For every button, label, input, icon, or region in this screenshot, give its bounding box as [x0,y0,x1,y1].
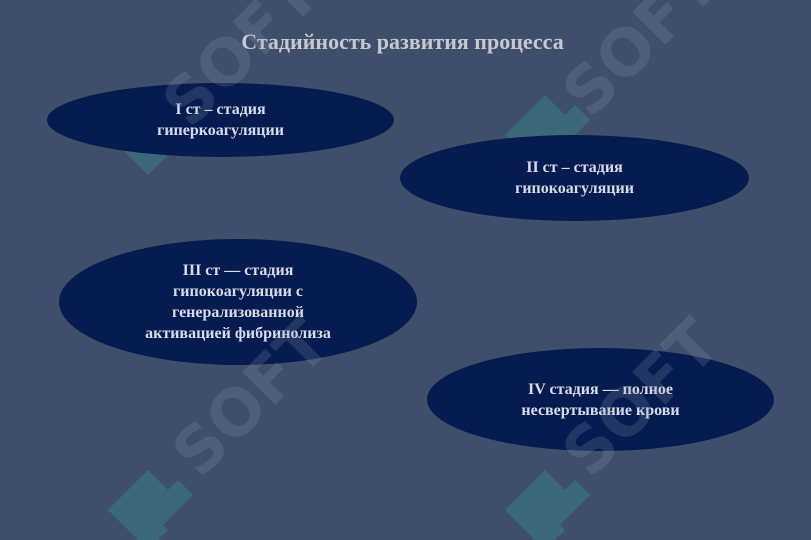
stage-4-label: IV стадия — полное несвертывание крови [521,380,680,419]
stage-4-ellipse: IV стадия — полное несвертывание крови [427,348,774,451]
stage-1-ellipse: I ст – стадия гиперкоагуляции [47,83,394,157]
watermark-text: SOFT [549,0,734,131]
slide-title: Стадийность развития процесса [241,29,564,54]
stage-1-label: I ст – стадия гиперкоагуляции [157,101,284,139]
stage-2-ellipse: II ст – стадия гипокоагуляции [400,135,749,221]
stage-2-label: II ст – стадия гипокоагуляции [515,159,634,197]
stage-3-label: III ст — стадия гипокоагуляции с генерал… [145,262,331,342]
stage-3-ellipse: III ст — стадия гипокоагуляции с генерал… [59,239,417,365]
